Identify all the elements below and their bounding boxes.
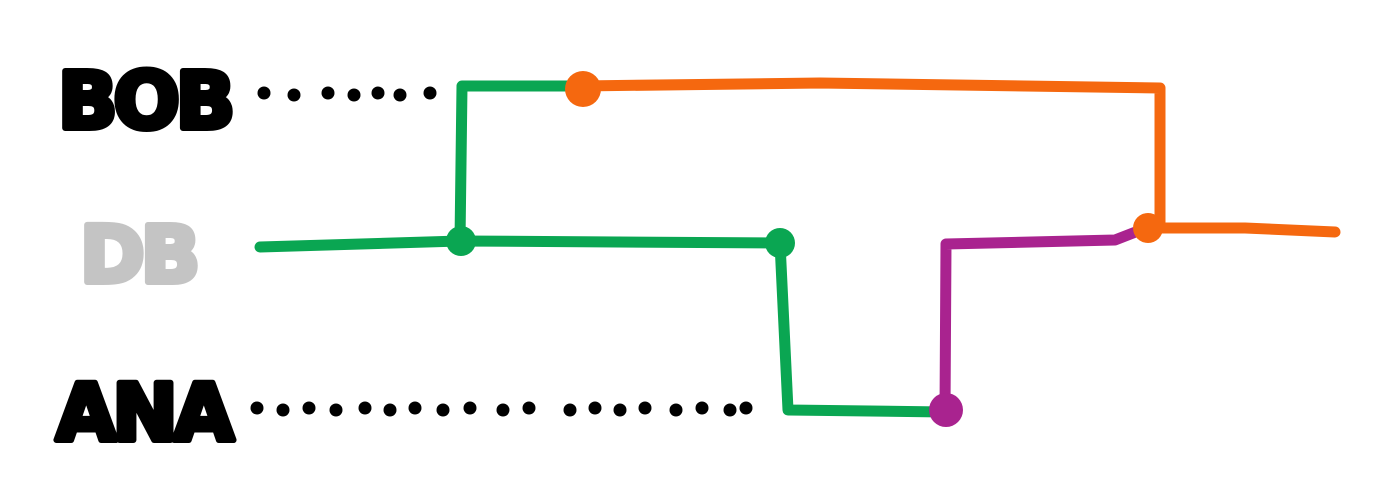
ana-dot — [638, 401, 652, 415]
ana-dot — [588, 401, 602, 415]
ana-dot — [302, 401, 316, 415]
bob-dot — [257, 86, 271, 100]
bob-dot — [423, 86, 437, 100]
ana-dot — [522, 401, 536, 415]
ana-dot — [329, 403, 343, 417]
bob-dot — [287, 88, 301, 102]
ana-dot — [613, 403, 627, 417]
bob-dot — [321, 86, 335, 100]
commit-node-merge — [1133, 213, 1163, 243]
lane-label-bob: BOB — [58, 57, 231, 147]
commit-node-db-branch — [446, 226, 476, 256]
ana-dot — [669, 403, 683, 417]
ana-dot — [496, 403, 510, 417]
ana-dot — [408, 401, 422, 415]
ana-dot — [250, 401, 264, 415]
bob-orange-wire — [574, 77, 1341, 238]
db-mainline-wire — [254, 235, 786, 253]
bob-dotted-line — [257, 86, 437, 102]
lane-label-ana: ANA — [56, 369, 234, 459]
ana-branch-wire — [774, 237, 951, 418]
bob-dot — [371, 86, 385, 100]
ana-dot — [563, 403, 577, 417]
ana-dotted-line — [250, 401, 753, 417]
bob-dot — [347, 88, 361, 102]
ana-dot — [463, 401, 477, 415]
commit-node-bob — [565, 71, 601, 107]
ana-dot — [436, 403, 450, 417]
ana-dot — [276, 403, 290, 417]
commit-node-db-second — [765, 228, 795, 258]
ana-dot — [739, 401, 753, 415]
ana-purple-wire — [939, 222, 1152, 418]
bob-dot — [393, 88, 407, 102]
ana-dot — [723, 403, 737, 417]
ana-dot — [358, 401, 372, 415]
ana-dot — [383, 403, 397, 417]
ana-dot — [695, 401, 709, 415]
commit-node-ana — [929, 393, 963, 427]
lane-label-db: DB — [80, 211, 196, 301]
bob-branch-wire — [454, 80, 586, 247]
